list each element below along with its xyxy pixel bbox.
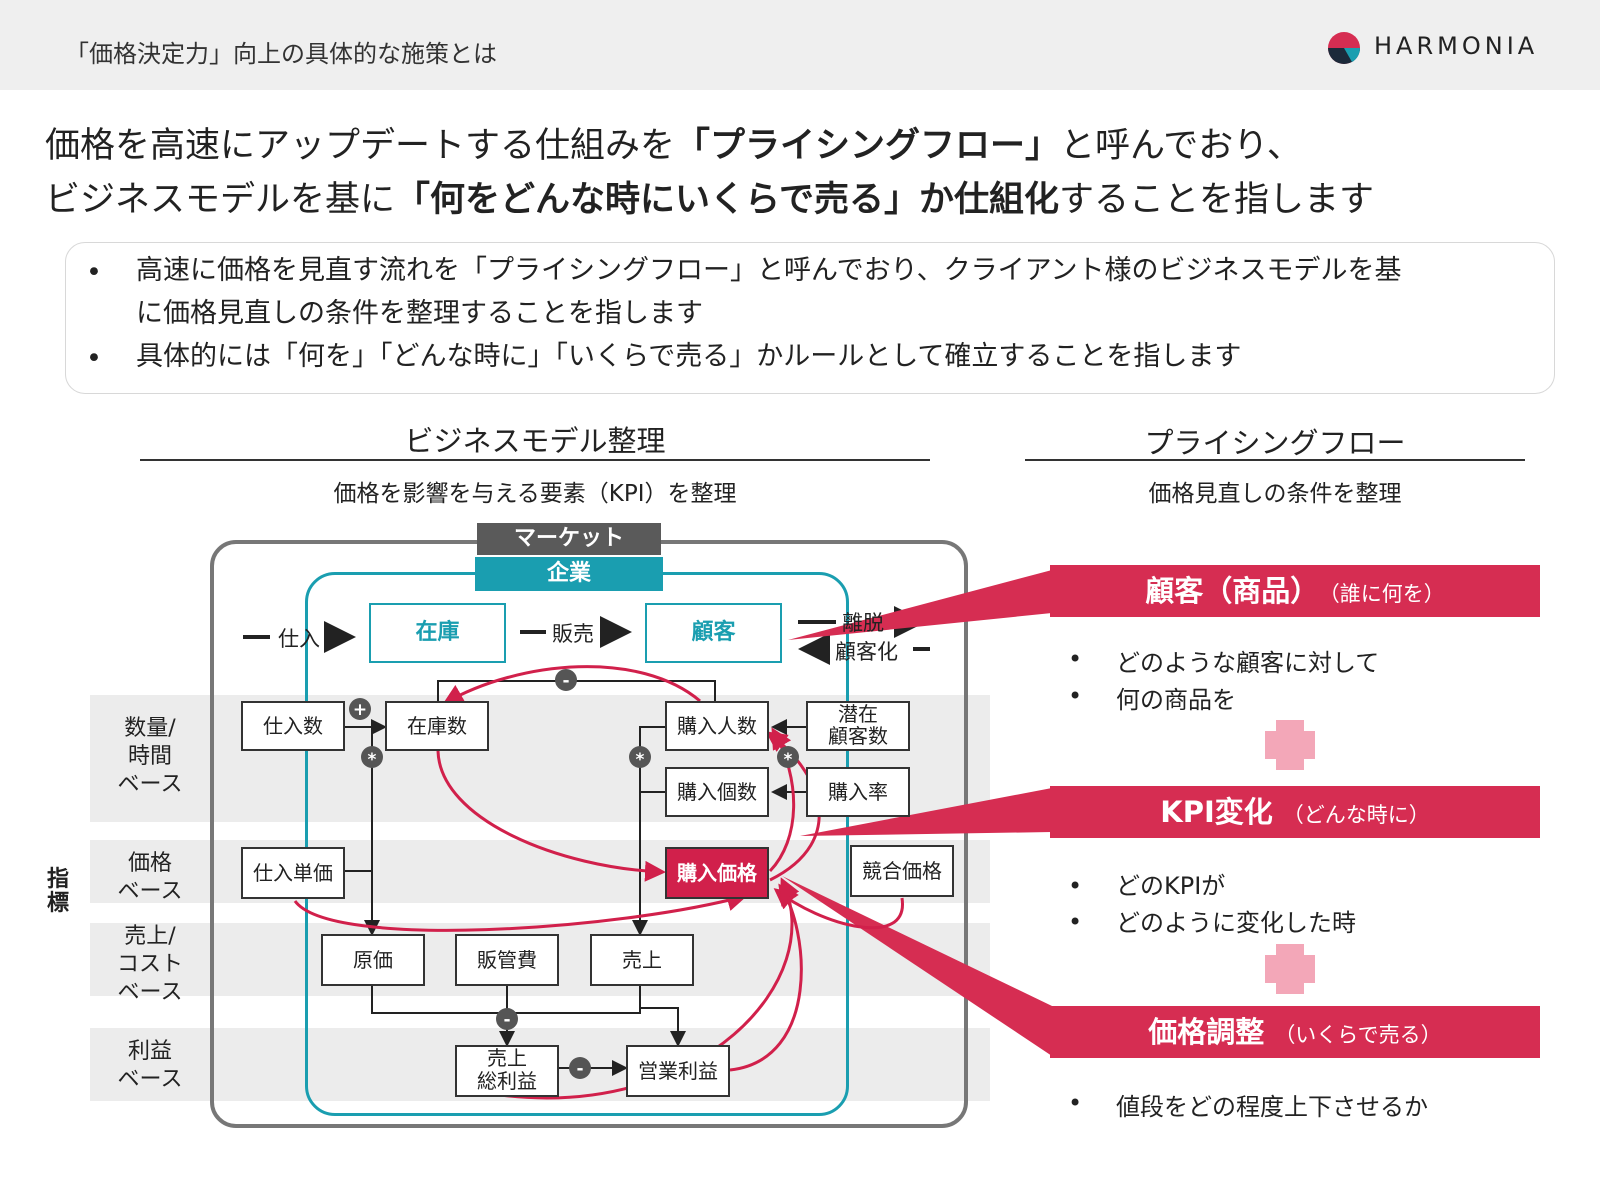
node-customer: 顧客 [645,603,782,663]
node-buyer-count: 購入人数 [665,701,769,751]
bullet: • [1068,1089,1083,1117]
band-price-adjustment: 価格調整（いくらで売る） [1050,1006,1540,1058]
logo-mark-icon [1328,32,1361,64]
node-competitor-price: 競合価格 [850,845,954,897]
node-gross-profit: 売上総利益 [455,1045,559,1097]
band-label-quantity: 数量/時間ベース [117,716,183,797]
flow-label-purchase-in: 仕入 [278,627,320,651]
bullet: • [86,257,102,288]
flow-label-churn: 離脱 [842,611,884,635]
node-inventory-count: 在庫数 [385,701,489,751]
band-customer-product: 顧客（商品）（誰に何を） [1050,565,1540,617]
right-section-subtitle: 価格見直しの条件を整理 [1148,481,1402,507]
headline-line-1: 価格を高速にアップデートする仕組みを「プライシングフロー」と呼んでおり、 [45,126,1302,166]
kpi-bullet-2: どのように変化した時 [1116,909,1356,937]
bullet: • [1068,908,1083,936]
summary-line-1b: に価格見直しの条件を整理することを指します [136,298,703,329]
price-bullet-1: 値段をどの程度上下させるか [1116,1093,1428,1121]
logo-text: HARMONIA [1374,32,1539,60]
summary-box: • 高速に価格を見直す流れを「プライシングフロー」と呼んでおり、クライアント様の… [65,242,1555,394]
left-section-rule [140,459,930,461]
summary-line-1: 高速に価格を見直す流れを「プライシングフロー」と呼んでおり、クライアント様のビジ… [136,255,1402,286]
customer-bullet-1: どのような顧客に対して [1116,649,1380,677]
node-operating-profit: 営業利益 [626,1045,730,1097]
page-title: 「価格決定力」向上の具体的な施策とは [65,40,497,68]
node-purchase-price: 購入価格 [665,847,769,899]
node-unit-cost: 仕入単価 [241,847,345,899]
band-label-profit: 利益ベース [117,1039,183,1092]
harmonia-logo: HARMONIA [1326,28,1576,68]
node-purchase-rate: 購入率 [806,767,910,817]
bullet: • [86,343,102,374]
band-label-price: 価格ベース [117,851,183,904]
node-sales: 売上 [590,934,694,986]
flow-label-sales: 販売 [552,622,594,646]
node-purchase-quantity: 仕入数 [241,701,345,751]
band-price [90,840,990,903]
node-inventory: 在庫 [369,603,506,663]
left-section-subtitle: 価格を影響を与える要素（KPI）を整理 [333,481,737,507]
summary-line-2: 具体的には「何を」「どんな時に」「いくらで売る」かルールとして確立することを指し… [136,341,1242,372]
right-section-title: プライシングフロー [1144,426,1406,460]
headline-line-2: ビジネスモデルを基に「何をどんな時にいくらで売る」か仕組化することを指します [45,180,1374,220]
vertical-label-indicators: 指標 [47,867,70,916]
right-section-rule [1025,459,1525,461]
node-sga: 販管費 [455,934,559,986]
node-purchase-units: 購入個数 [665,767,769,817]
customer-bullet-2: 何の商品を [1116,686,1236,714]
bullet: • [1068,682,1083,710]
left-section-title: ビジネスモデル整理 [404,424,666,458]
band-kpi-change: KPI変化（どんな時に） [1050,786,1540,838]
node-cost-of-goods: 原価 [321,934,425,986]
bullet: • [1068,872,1083,900]
node-potential-customers: 潜在顧客数 [806,701,910,751]
bullet: • [1068,645,1083,673]
kpi-bullet-1: どのKPIが [1116,872,1226,900]
band-label-sales-cost: 売上/コストベース [116,924,183,1005]
company-label: 企業 [475,557,663,591]
flow-label-acquisition: 顧客化 [835,640,898,664]
market-label: マーケット [477,523,661,555]
